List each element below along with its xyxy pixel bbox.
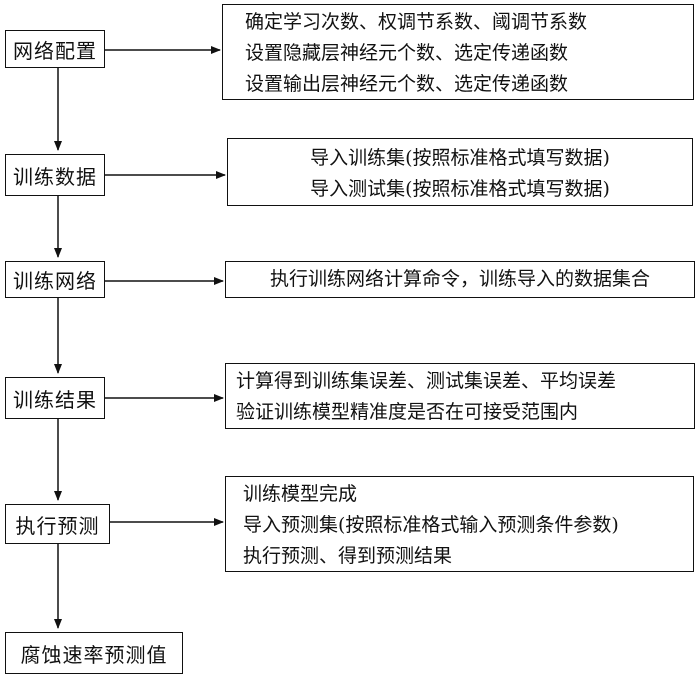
step-label: 网络配置 bbox=[13, 38, 97, 63]
step-corrosion-rate-prediction: 腐蚀速率预测值 bbox=[5, 632, 183, 674]
detail-line: 验证训练模型精准度是否在可接受范围内 bbox=[236, 401, 579, 423]
detail-line: 训练模型完成 bbox=[243, 483, 358, 505]
detail-line: 设置隐藏层神经元个数、选定传递函数 bbox=[245, 42, 569, 64]
step-training-data: 训练数据 bbox=[5, 154, 105, 196]
step-label: 腐蚀速率预测值 bbox=[20, 642, 168, 667]
detail-line: 导入预测集(按照标准格式输入预测条件参数) bbox=[243, 514, 619, 536]
detail-line: 设置输出层神经元个数、选定传递函数 bbox=[245, 73, 569, 95]
step-label: 训练结果 bbox=[13, 387, 97, 412]
step-train-network: 训练网络 bbox=[5, 261, 105, 298]
detail-training-result: 计算得到训练集误差、测试集误差、平均误差 验证训练模型精准度是否在可接受范围内 bbox=[225, 363, 695, 429]
detail-line: 导入测试集(按照标准格式填写数据) bbox=[310, 178, 610, 200]
step-training-result: 训练结果 bbox=[5, 377, 105, 419]
step-label: 训练网络 bbox=[13, 269, 97, 293]
detail-line: 执行预测、得到预测结果 bbox=[243, 545, 453, 567]
detail-train-network: 执行训练网络计算命令，训练导入的数据集合 bbox=[225, 261, 695, 298]
step-execute-prediction: 执行预测 bbox=[5, 504, 110, 544]
detail-line: 计算得到训练集误差、测试集误差、平均误差 bbox=[236, 370, 617, 392]
detail-line: 确定学习次数、权调节系数、阈调节系数 bbox=[245, 11, 588, 33]
step-label: 训练数据 bbox=[13, 164, 97, 189]
detail-execute-prediction: 训练模型完成 导入预测集(按照标准格式输入预测条件参数) 执行预测、得到预测结果 bbox=[225, 476, 694, 572]
detail-line: 导入训练集(按照标准格式填写数据) bbox=[310, 147, 610, 169]
detail-network-config: 确定学习次数、权调节系数、阈调节系数 设置隐藏层神经元个数、选定传递函数 设置输… bbox=[222, 4, 694, 100]
step-label: 执行预测 bbox=[15, 513, 100, 538]
detail-line: 执行训练网络计算命令，训练导入的数据集合 bbox=[269, 268, 650, 290]
step-network-config: 网络配置 bbox=[5, 30, 105, 68]
detail-training-data: 导入训练集(按照标准格式填写数据) 导入测试集(按照标准格式填写数据) bbox=[227, 138, 693, 206]
